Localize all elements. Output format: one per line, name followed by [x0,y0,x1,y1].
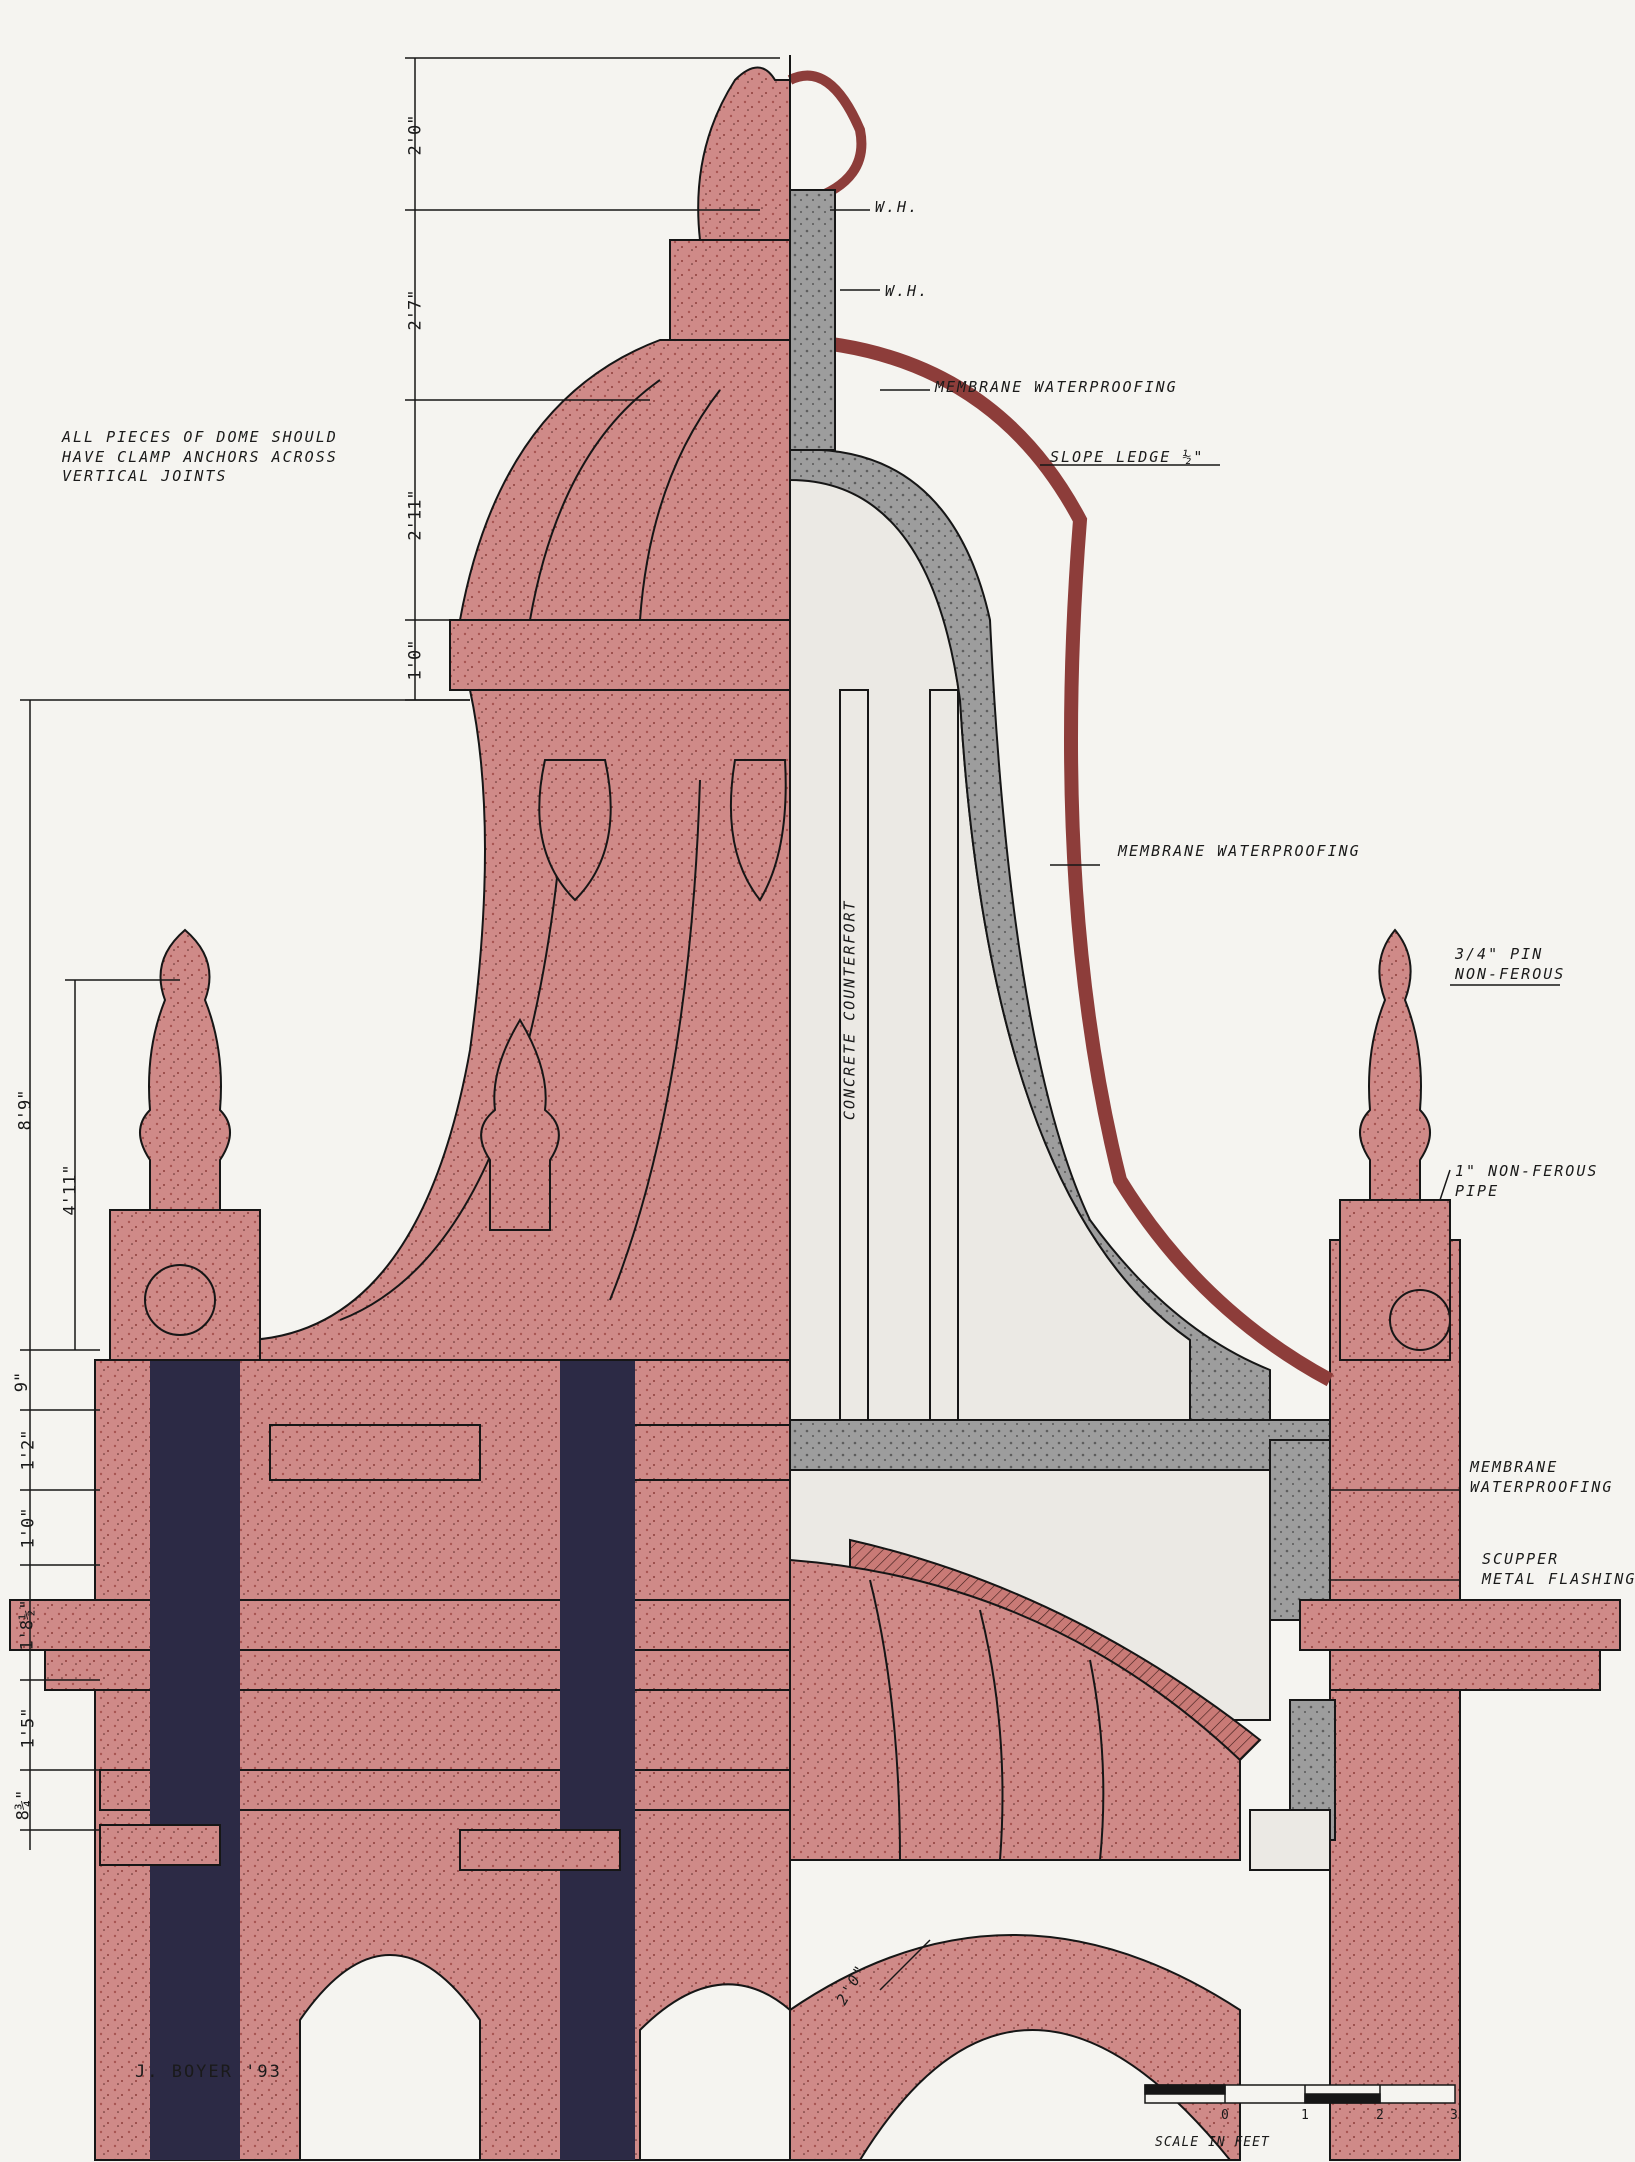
bracket-1 [99,1824,221,1866]
callout-pin: 3/4" PIN NON-FEROUS [1455,945,1565,984]
panel-left [269,1424,481,1481]
right-pier-hatch [1269,1439,1331,1621]
lower-rib-2 [979,1609,1004,1861]
callout-membrane-3-line-2: WATERPROOFING [1470,1477,1614,1496]
upper-cupola [458,339,791,621]
top-finial [697,66,791,241]
center-finial [480,1018,560,1231]
cartouche-right [729,759,787,902]
dim-top-3: 2'11" [405,489,426,541]
left-arch [299,1954,481,2161]
callout-pin-line-2: NON-FEROUS [1455,964,1566,983]
scale-tick-3: 3 [1450,2108,1458,2123]
pilaster-shadow-left [150,1220,240,2160]
callout-pin-line-1: 3/4" PIN [1455,945,1544,963]
lantern-base [669,239,791,341]
drum-band [449,619,791,691]
exterior-elevation [9,66,791,2161]
dim-top-1: 2'0" [405,114,426,156]
callout-wh-1: W.H. [875,198,920,216]
bell-rib-1 [339,849,561,1321]
callout-counterfort: CONCRETE COUNTERFORT [840,899,859,1121]
dim-base-4: 1'8½" [17,1599,38,1651]
right-scroll [1389,1289,1451,1351]
general-note-line-3: VERTICAL JOINTS [62,467,228,485]
scupper-box [1249,1809,1331,1871]
dim-left-outer: 8'9" [15,1089,36,1131]
callout-membrane-3-line-1: MEMBRANE [1470,1458,1559,1476]
dim-base-6: 8¾" [13,1789,34,1821]
dim-base-1: 9" [12,1371,33,1393]
dim-left-inner: 4'11" [60,1164,81,1216]
scale-bar [1144,2084,1456,2104]
callout-scupper: SCUPPER METAL FLASHING [1482,1550,1635,1589]
lower-rib-1 [869,1579,901,1861]
right-pier-wall [1329,1239,1461,2161]
dome-rib-2 [639,389,721,621]
center-arch [639,1983,791,2161]
callout-slope-ledge: SLOPE LEDGE ½" [1050,448,1205,466]
concrete-slab [789,1419,1331,1471]
general-note-line-2: HAVE CLAMP ANCHORS ACROSS [62,447,338,466]
bell-rib-2 [609,779,701,1301]
pilaster-shadow-center [560,1230,635,2160]
cartouche-left [538,759,612,902]
bracket-2 [459,1829,621,1871]
dim-base-2: 1'2" [18,1429,39,1471]
dim-top-2: 2'7" [405,289,426,331]
left-scroll [144,1264,216,1336]
left-finial [139,928,231,1211]
section-cut [787,70,1621,2161]
dimension-lines [20,57,1560,1991]
lower-rib-3 [1089,1659,1105,1861]
counterfort-bar-2 [929,689,959,1421]
callout-wh-2: W.H. [885,282,930,300]
lower-dome-surface [789,1558,1241,1861]
finial-section [787,70,867,205]
counterfort-bar-1 [839,689,869,1421]
concrete-shell [789,448,1271,1441]
signature: J. BOYER '93 [135,2062,282,2082]
general-note: ALL PIECES OF DOME SHOULD HAVE CLAMP ANC… [62,428,338,487]
scale-tick-2: 2 [1376,2108,1384,2123]
callout-membrane-2: MEMBRANE WATERPROOFING [1118,842,1361,860]
callout-scupper-line-2: METAL FLASHING [1482,1569,1635,1588]
main-cornice [9,1599,791,1651]
callout-membrane-3: MEMBRANE WATERPROOFING [1470,1458,1613,1497]
callout-pipe-line-2: PIPE [1455,1181,1500,1200]
right-arch-opening [858,2029,1233,2161]
dim-top-4: 1'0" [405,639,426,681]
dim-base-3: 1'0" [18,1507,39,1549]
lantern-core [789,189,836,451]
scale-label: SCALE IN FEET [1155,2135,1270,2150]
callout-pipe-line-1: 1" NON-FEROUS [1455,1162,1599,1180]
right-finial [1359,928,1431,1201]
scale-tick-1: 1 [1301,2108,1309,2123]
callout-scupper-line-1: SCUPPER [1482,1550,1560,1568]
scale-tick-0: 0 [1221,2108,1229,2123]
dim-base-5: 1'5" [18,1707,39,1749]
right-cornice-band [1329,1649,1601,1691]
general-note-line-1: ALL PIECES OF DOME SHOULD [62,428,338,446]
dome-masonry-skin [789,333,1334,1387]
callout-pipe: 1" NON-FEROUS PIPE [1455,1162,1598,1201]
right-cornice [1299,1599,1621,1651]
callout-membrane-1: MEMBRANE WATERPROOFING [935,378,1178,396]
